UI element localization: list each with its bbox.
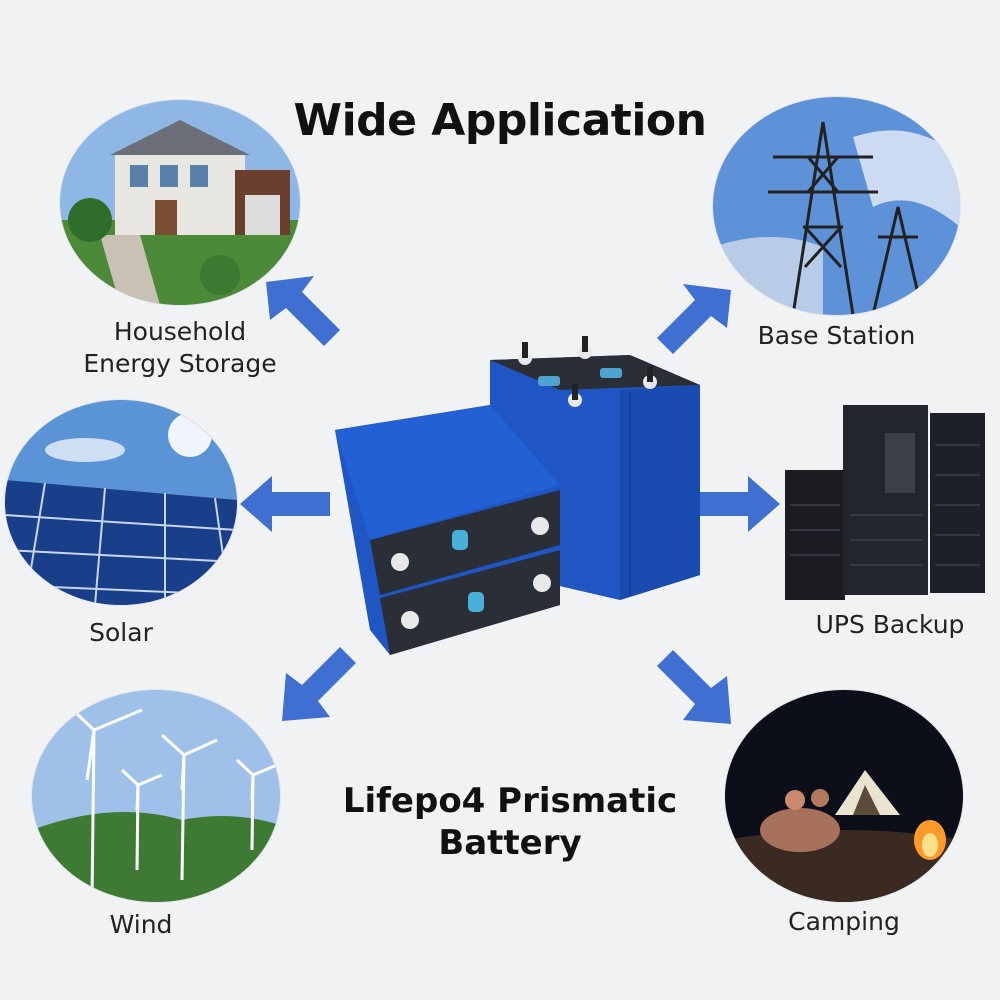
- wind-image: [32, 690, 280, 902]
- arrow-camping-icon: [657, 650, 731, 724]
- camping-image: [725, 690, 963, 902]
- ups-label: UPS Backup: [815, 610, 965, 639]
- page-title: Wide Application: [293, 95, 707, 146]
- solar-image: [5, 400, 237, 605]
- household-image: [60, 100, 300, 305]
- camping-label: Camping: [788, 907, 900, 936]
- arrow-solar-icon: [240, 476, 330, 532]
- product-name: Lifepo4 Prismatic Battery: [300, 780, 720, 864]
- arrow-ups-icon: [690, 476, 780, 532]
- ups-image: [785, 405, 990, 600]
- household-label: Household Energy Storage: [83, 317, 277, 378]
- wind-label: Wind: [109, 910, 173, 939]
- arrow-base-station-icon: [657, 284, 731, 354]
- base-station-label: Base Station: [757, 321, 916, 350]
- battery-illustration: [335, 336, 700, 655]
- base-station-image: [713, 97, 960, 315]
- solar-label: Solar: [89, 618, 153, 647]
- product-name-line1: Lifepo4 Prismatic: [342, 781, 678, 821]
- arrow-household-icon: [266, 276, 340, 346]
- product-name-line2: Battery: [438, 823, 582, 863]
- arrow-wind-icon: [282, 647, 356, 721]
